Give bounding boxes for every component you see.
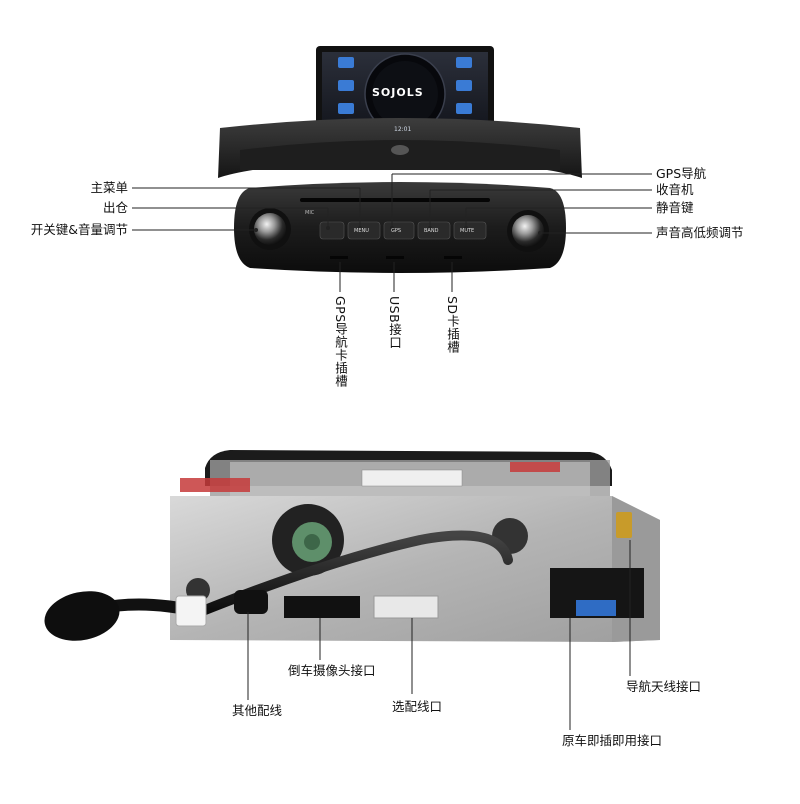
callout-oem-plug: 原车即插即用接口 [562, 733, 663, 748]
volume-knob[interactable] [254, 213, 286, 245]
callout-reverse-camera: 倒车摄像头接口 [288, 663, 376, 678]
callout-main-menu: 主菜单 [90, 180, 128, 195]
callout-usb-port: USB接口 [387, 296, 402, 350]
callout-mute: 静音键 [656, 200, 694, 215]
callout-radio: 收音机 [656, 182, 694, 197]
optional-wiring-port[interactable] [373, 595, 439, 619]
reverse-camera-port[interactable] [284, 596, 360, 618]
callout-eq: 声音高低频调节 [656, 225, 744, 240]
band-button[interactable] [417, 221, 451, 240]
usb-port[interactable] [386, 256, 404, 259]
rear-unit [44, 450, 660, 642]
callout-gps-antenna: 导航天线接口 [626, 679, 702, 694]
mute-label: MUTE [460, 228, 475, 234]
mic-label: MIC [305, 210, 315, 216]
band-label: BAND [424, 228, 439, 234]
mute-button[interactable] [453, 221, 487, 240]
front-visor [218, 118, 582, 178]
rear-callout-lines [247, 540, 631, 730]
label-sticker [361, 469, 463, 487]
sd-card-slot[interactable] [444, 256, 462, 259]
callout-gps-card-slot: GPS导航卡插槽 [333, 296, 348, 388]
microphone [44, 591, 120, 641]
callout-optional-wiring: 选配线口 [392, 699, 443, 714]
callout-gps-nav: GPS导航 [656, 166, 707, 181]
screen-time: 12:01 [394, 126, 412, 133]
eject-button[interactable] [319, 221, 345, 240]
gps-label: GPS [391, 228, 402, 234]
screen-logo: SOJOLS [372, 86, 424, 99]
gps-antenna-port[interactable] [616, 512, 632, 538]
other-wiring-port[interactable] [234, 590, 268, 614]
tune-knob[interactable] [512, 215, 544, 247]
menu-label: MENU [354, 228, 369, 234]
front-faceplate [234, 182, 566, 273]
menu-button[interactable] [347, 221, 381, 240]
callout-eject: 出仓 [102, 200, 128, 215]
callout-sd-card-slot: SD卡插槽 [445, 296, 460, 354]
callout-other-wiring: 其他配线 [232, 703, 283, 718]
gps-card-slot[interactable] [330, 256, 348, 259]
front-callout-lines [132, 173, 652, 292]
callout-power-volume: 开关键&音量调节 [30, 222, 128, 237]
